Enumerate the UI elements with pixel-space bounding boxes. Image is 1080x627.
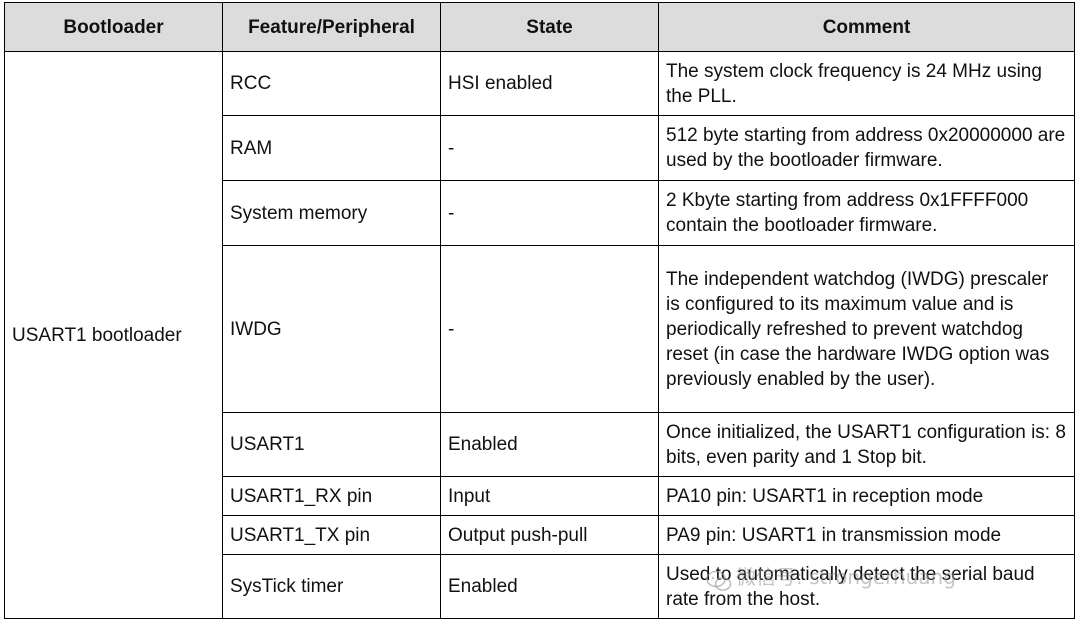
state-cell: Input xyxy=(440,476,659,516)
state-cell: HSI enabled xyxy=(440,51,659,116)
watermark: 微信号: strongerhuang xyxy=(706,560,1056,594)
feature-cell: RCC xyxy=(222,51,441,116)
bootloader-cell: USART1 bootloader xyxy=(4,51,223,619)
state-cell: Enabled xyxy=(440,554,659,619)
feature-cell: System memory xyxy=(222,180,441,246)
watermark-text: 微信号: strongerhuang xyxy=(736,565,956,589)
state-cell: - xyxy=(440,115,659,181)
feature-cell: IWDG xyxy=(222,245,441,413)
wechat-icon xyxy=(706,568,732,591)
comment-cell: 512 byte starting from address 0x2000000… xyxy=(658,115,1075,181)
comment-cell: Once initialized, the USART1 configurati… xyxy=(658,412,1075,477)
feature-cell: RAM xyxy=(222,115,441,181)
header-bootloader: Bootloader xyxy=(4,2,223,52)
table-row: USART1_TX pin Output push-pull PA9 pin: … xyxy=(5,515,1075,555)
header-state: State xyxy=(440,2,659,52)
table-row: USART1 Enabled Once initialized, the USA… xyxy=(5,412,1075,477)
table-row: USART1 bootloader RCC HSI enabled The sy… xyxy=(4,51,1075,619)
bootloader-config-table: Bootloader Feature/Peripheral State Comm… xyxy=(4,2,1075,619)
table-row: IWDG - The independent watchdog (IWDG) p… xyxy=(5,245,1075,413)
comment-cell: The system clock frequency is 24 MHz usi… xyxy=(658,51,1075,116)
feature-cell: USART1 xyxy=(222,412,441,477)
comment-cell: PA10 pin: USART1 in reception mode xyxy=(658,476,1075,516)
table-header-row: Bootloader Feature/Peripheral State Comm… xyxy=(4,2,1075,52)
table-row: USART1_RX pin Input PA10 pin: USART1 in … xyxy=(5,476,1075,516)
state-cell: - xyxy=(440,180,659,246)
feature-cell: SysTick timer xyxy=(222,554,441,619)
table-row: SysTick timer Enabled Used to automatica… xyxy=(5,554,1075,619)
state-cell: Enabled xyxy=(440,412,659,477)
header-comment: Comment xyxy=(658,2,1075,52)
header-feature-peripheral: Feature/Peripheral xyxy=(222,2,441,52)
state-cell: Output push-pull xyxy=(440,515,659,555)
state-cell: - xyxy=(440,245,659,413)
table-row: RAM - 512 byte starting from address 0x2… xyxy=(5,115,1075,181)
comment-cell: Used to automatically detect the serial … xyxy=(658,554,1075,619)
feature-cell: USART1_TX pin xyxy=(222,515,441,555)
comment-cell: PA9 pin: USART1 in transmission mode xyxy=(658,515,1075,555)
table-row: System memory - 2 Kbyte starting from ad… xyxy=(5,180,1075,246)
feature-cell: USART1_RX pin xyxy=(222,476,441,516)
comment-cell: The independent watchdog (IWDG) prescale… xyxy=(658,245,1075,413)
comment-cell: 2 Kbyte starting from address 0x1FFFF000… xyxy=(658,180,1075,246)
